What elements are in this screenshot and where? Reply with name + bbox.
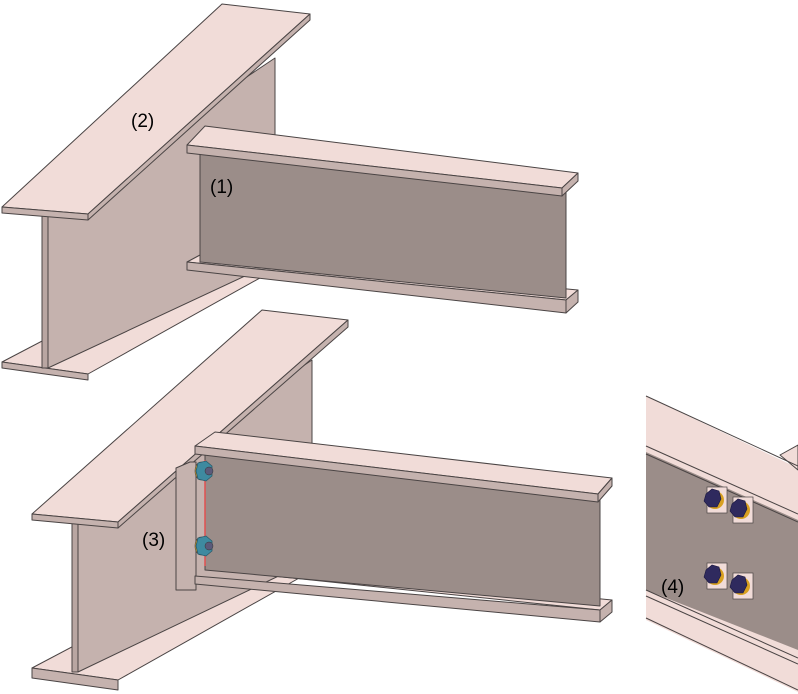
nut-icon <box>195 460 213 482</box>
end-plate <box>175 461 197 591</box>
bolt-head-icon <box>729 574 748 594</box>
label-main-beam: (2) <box>131 111 154 132</box>
bolt-group <box>703 486 754 600</box>
label-secondary-beam: (1) <box>210 177 233 198</box>
bolt-head-icon <box>729 498 748 518</box>
bolt-top <box>194 460 214 482</box>
nut-icon <box>195 535 213 557</box>
label-end-plate-connection: (3) <box>142 530 165 551</box>
label-bolt-detail: (4) <box>661 577 684 598</box>
bolt-head-icon <box>703 564 722 584</box>
bolt-bottom <box>194 535 214 557</box>
secondary-beam-bottom <box>175 431 613 623</box>
bolt-detail-view: (4) <box>645 395 798 692</box>
bolt-head-icon <box>703 488 722 508</box>
secondary-beam-top <box>186 125 579 314</box>
